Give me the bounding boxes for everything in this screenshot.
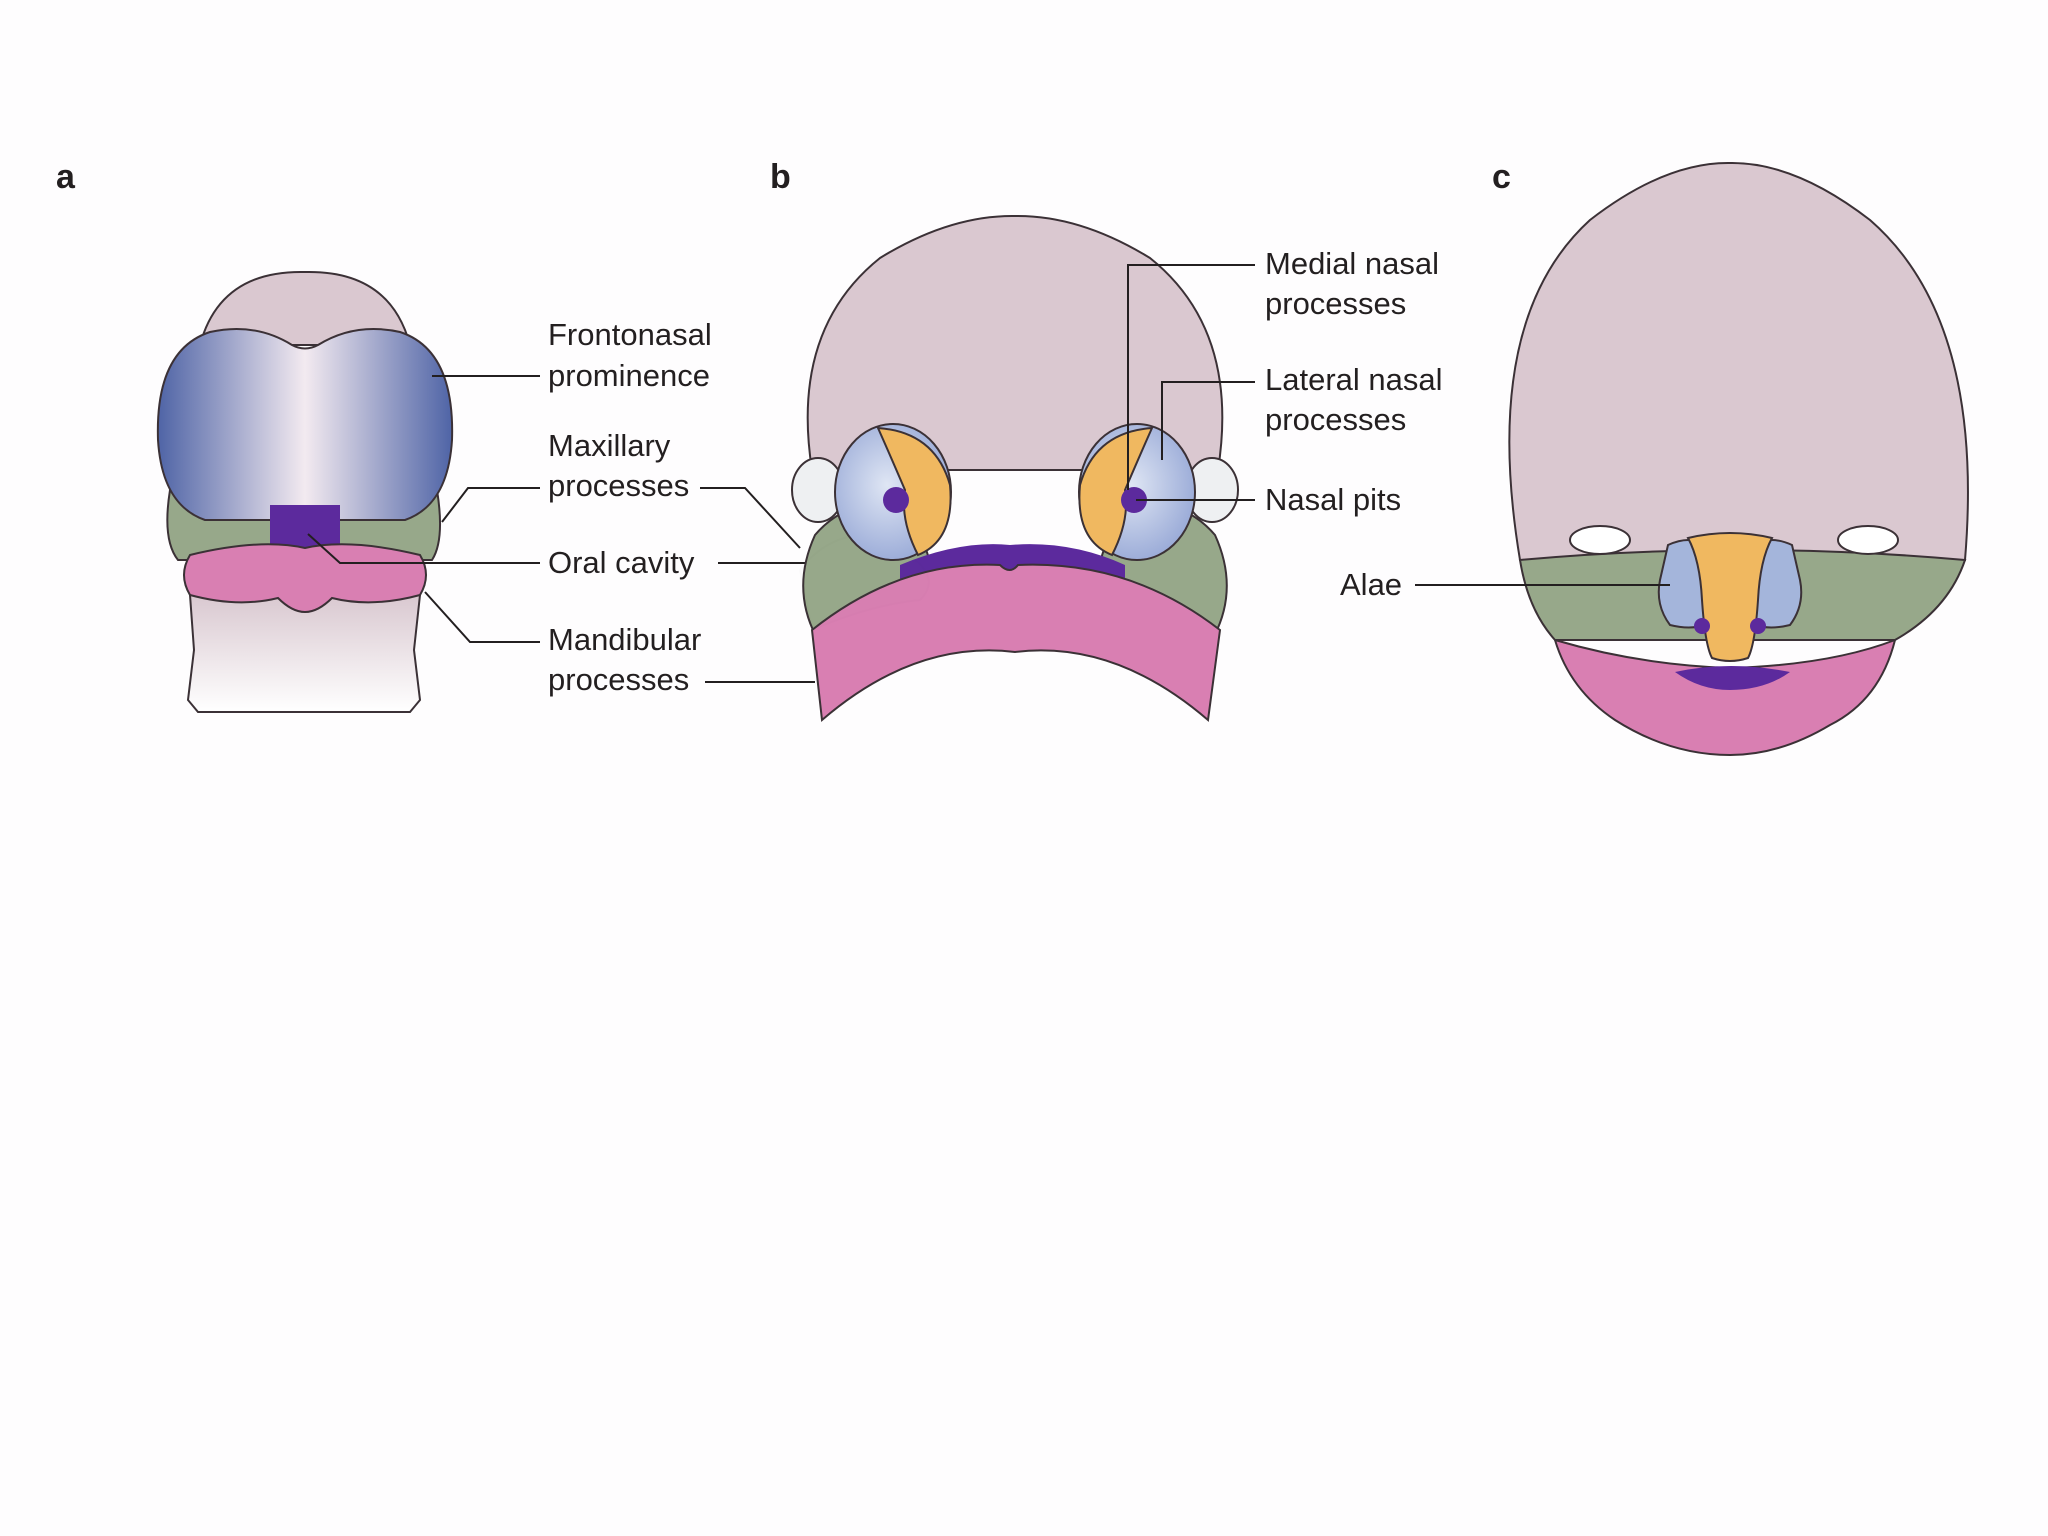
panel-a-head xyxy=(198,270,412,346)
panel-b-right-medial-nasal xyxy=(1078,426,1154,557)
panel-b-right-nasal-placode xyxy=(1078,423,1196,561)
label-lateral-nasal-1: Lateral nasal xyxy=(1265,362,1443,397)
panel-a-mandibular-processes xyxy=(183,543,427,614)
panel-c: c Alae xyxy=(1340,158,1969,757)
panel-a-frontonasal-prominence xyxy=(156,327,454,521)
leader-oral-cavity xyxy=(307,533,540,564)
leader-maxillary-to-b xyxy=(700,487,801,549)
panel-b-left-nasal-pit xyxy=(883,487,909,513)
panel-a-letter: a xyxy=(56,158,76,196)
label-frontonasal-2: prominence xyxy=(548,358,710,393)
label-medial-nasal-1: Medial nasal xyxy=(1265,246,1439,281)
leader-lateral-nasal xyxy=(1161,381,1255,460)
panel-c-letter: c xyxy=(1492,158,1511,196)
panel-c-left-nostril xyxy=(1694,618,1710,634)
leader-medial-nasal xyxy=(1127,264,1255,490)
panel-b-head xyxy=(806,214,1224,471)
label-mandibular-1: Mandibular xyxy=(548,622,701,657)
panel-b-letter: b xyxy=(770,158,791,196)
label-mandibular-2: processes xyxy=(548,662,689,697)
panel-c-right-nostril xyxy=(1750,618,1766,634)
label-oral-cavity: Oral cavity xyxy=(548,545,695,580)
leader-mandibular xyxy=(424,591,540,643)
label-maxillary-1: Maxillary xyxy=(548,428,671,463)
panel-c-oral-cavity xyxy=(1675,666,1790,690)
label-frontonasal-1: Frontonasal xyxy=(548,317,712,352)
panel-c-right-eye xyxy=(1837,525,1899,555)
label-maxillary-2: processes xyxy=(548,468,689,503)
panel-a: a Frontonasal prominence Maxillary proce… xyxy=(56,158,910,713)
panel-b-right-nasal-pit xyxy=(1121,487,1147,513)
panel-b-left-nasal-placode xyxy=(834,423,952,561)
label-lateral-nasal-2: processes xyxy=(1265,402,1406,437)
label-nasal-pits: Nasal pits xyxy=(1265,482,1401,517)
panel-b-mandibular-processes xyxy=(810,563,1222,722)
panel-b-left-medial-nasal xyxy=(876,426,952,557)
label-alae: Alae xyxy=(1340,567,1402,602)
leader-maxillary xyxy=(441,487,540,523)
label-medial-nasal-2: processes xyxy=(1265,286,1406,321)
panel-c-left-eye xyxy=(1569,525,1631,555)
panel-b: b Medial nasal proces xyxy=(770,158,1443,722)
panel-c-head xyxy=(1508,161,1969,561)
panel-a-neck xyxy=(186,594,422,713)
